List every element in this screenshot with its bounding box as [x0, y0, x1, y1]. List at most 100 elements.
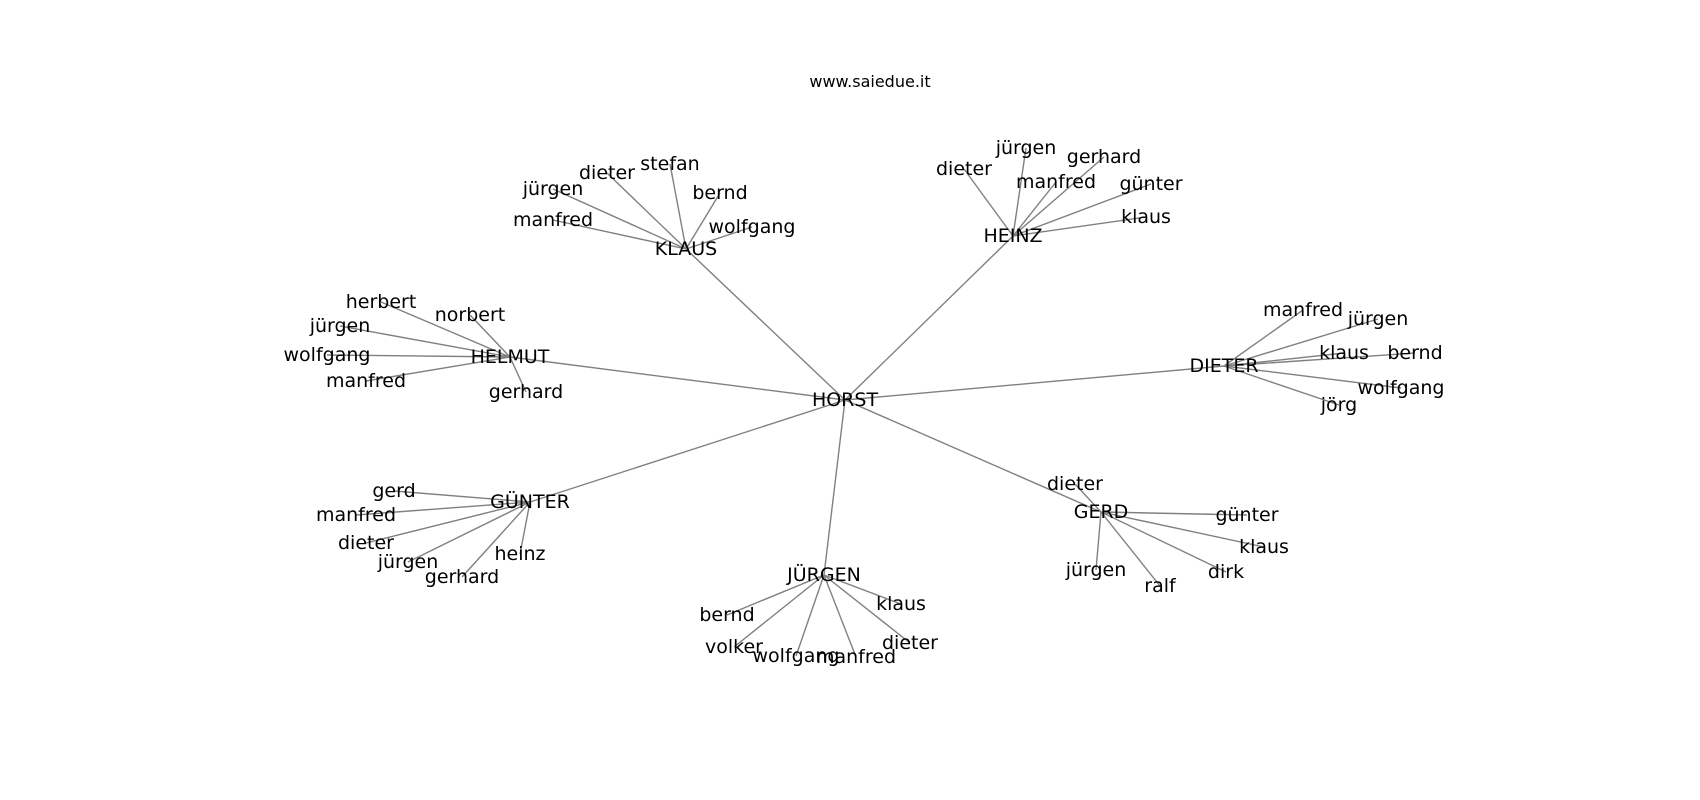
leaf-node-label: jürgen	[1065, 559, 1127, 581]
leaf-node-label: dieter	[579, 162, 635, 184]
leaf-node-label: gerhard	[425, 566, 499, 588]
edge-hub-to-leaf	[606, 172, 687, 250]
hub-node-label: GÜNTER	[490, 490, 570, 513]
edge-hub-to-leaf	[509, 356, 527, 393]
root-node-label: HORST	[812, 389, 879, 411]
edge-hub-to-leaf	[823, 574, 902, 605]
leaf-node-label: dieter	[338, 532, 394, 554]
hub-node-label: JÜRGEN	[786, 563, 861, 586]
edge-hub-to-leaf	[1100, 511, 1248, 516]
edge-root-to-hub	[685, 248, 846, 401]
leaf-node-label: herbert	[346, 291, 417, 313]
leaf-node-label: wolfgang	[709, 216, 796, 238]
edge-hub-to-leaf	[1223, 365, 1402, 389]
edge-root-to-hub	[529, 399, 846, 503]
edge-hub-to-leaf	[552, 188, 687, 250]
edge-hub-to-leaf	[552, 219, 687, 250]
leaf-node-label: jürgen	[309, 315, 371, 337]
leaf-node-label: dieter	[1047, 473, 1103, 495]
edges-layer	[326, 147, 1416, 658]
leaf-node-label: volker	[705, 636, 763, 658]
leaf-node-label: klaus	[1121, 206, 1171, 228]
leaf-node-label: jörg	[1320, 394, 1357, 416]
leaf-node-label: klaus	[1319, 342, 1369, 364]
edge-hub-to-leaf	[1223, 318, 1379, 367]
leaf-node-label: günter	[1215, 504, 1278, 526]
leaf-node-label: norbert	[435, 304, 506, 326]
edge-hub-to-leaf	[1100, 511, 1161, 587]
hub-node-label: HEINZ	[983, 225, 1042, 247]
leaf-node-label: bernd	[699, 604, 754, 626]
leaf-node-label: gerhard	[1067, 146, 1141, 168]
leaf-node-label: dieter	[936, 158, 992, 180]
leaf-node-label: manfred	[513, 209, 593, 231]
leaf-node-label: manfred	[316, 504, 396, 526]
edge-hub-to-leaf	[685, 226, 753, 250]
leaf-node-label: jürgen	[377, 551, 439, 573]
leaf-node-label: wolfgang	[1358, 377, 1445, 399]
edge-hub-to-leaf	[1012, 147, 1027, 237]
leaf-node-label: dirk	[1208, 561, 1244, 583]
leaf-node-label: günter	[1119, 173, 1182, 195]
edge-root-to-hub	[844, 399, 1102, 513]
edge-hub-to-leaf	[461, 501, 531, 578]
edge-hub-to-leaf	[380, 301, 511, 358]
hub-node-label: GERD	[1074, 501, 1129, 523]
leaf-node-label: klaus	[876, 593, 926, 615]
leaf-node-label: wolfgang	[284, 344, 371, 366]
edge-hub-to-leaf	[365, 356, 511, 382]
edge-hub-to-leaf	[823, 574, 911, 644]
edge-root-to-hub	[509, 356, 846, 401]
leaf-node-label: stefan	[640, 153, 699, 175]
edge-hub-to-leaf	[1223, 352, 1416, 367]
edge-root-to-hub	[844, 365, 1225, 401]
leaf-node-label: manfred	[326, 370, 406, 392]
edge-hub-to-leaf	[1012, 181, 1057, 237]
edge-hub-to-leaf	[326, 354, 511, 358]
edge-hub-to-leaf	[365, 501, 531, 544]
edge-hub-to-leaf	[1012, 156, 1105, 237]
edge-hub-to-leaf	[339, 325, 511, 358]
leaf-node-label: ralf	[1144, 575, 1177, 597]
edge-hub-to-leaf	[519, 501, 531, 555]
leaf-node-label: bernd	[692, 182, 747, 204]
leaf-node-label: gerhard	[489, 381, 563, 403]
edge-hub-to-leaf	[1100, 511, 1265, 548]
edge-hub-to-leaf	[1074, 483, 1102, 513]
hub-node-label: DIETER	[1189, 355, 1258, 377]
leaf-node-label: klaus	[1239, 536, 1289, 558]
leaf-node-label: dieter	[882, 632, 938, 654]
edge-hub-to-leaf	[355, 501, 531, 516]
edge-hub-to-leaf	[669, 163, 687, 250]
leaf-node-label: bernd	[1387, 342, 1442, 364]
edge-hub-to-leaf	[1223, 309, 1304, 367]
hub-node-label: KLAUS	[655, 238, 717, 260]
edge-root-to-hub	[823, 399, 846, 576]
leaf-node-label: manfred	[816, 646, 896, 668]
leaf-node-label: manfred	[1263, 299, 1343, 321]
leaf-node-label: jürgen	[995, 137, 1057, 159]
leaf-node-label: jürgen	[1347, 308, 1409, 330]
leaf-node-label: jürgen	[522, 178, 584, 200]
edge-hub-to-leaf	[1012, 183, 1152, 237]
leaf-node-label: heinz	[494, 543, 545, 565]
edge-root-to-hub	[844, 235, 1014, 401]
graph-title: www.saiedue.it	[809, 72, 930, 91]
edge-hub-to-leaf	[685, 192, 721, 250]
edge-hub-to-leaf	[726, 574, 825, 616]
edge-hub-to-leaf	[963, 168, 1014, 237]
edge-hub-to-leaf	[1012, 216, 1147, 237]
edge-hub-to-leaf	[1223, 352, 1345, 367]
edge-hub-to-leaf	[733, 574, 825, 648]
hub-node-label: HELMUT	[471, 346, 550, 368]
edge-hub-to-leaf	[1223, 365, 1340, 406]
edge-hub-to-leaf	[1100, 511, 1227, 573]
edge-hub-to-leaf	[407, 501, 531, 563]
edge-hub-to-leaf	[393, 490, 531, 503]
leaf-node-label: manfred	[1016, 171, 1096, 193]
leaf-node-label: wolfgang	[753, 645, 840, 667]
leaf-node-label: gerd	[372, 480, 415, 502]
edge-hub-to-leaf	[795, 574, 825, 657]
